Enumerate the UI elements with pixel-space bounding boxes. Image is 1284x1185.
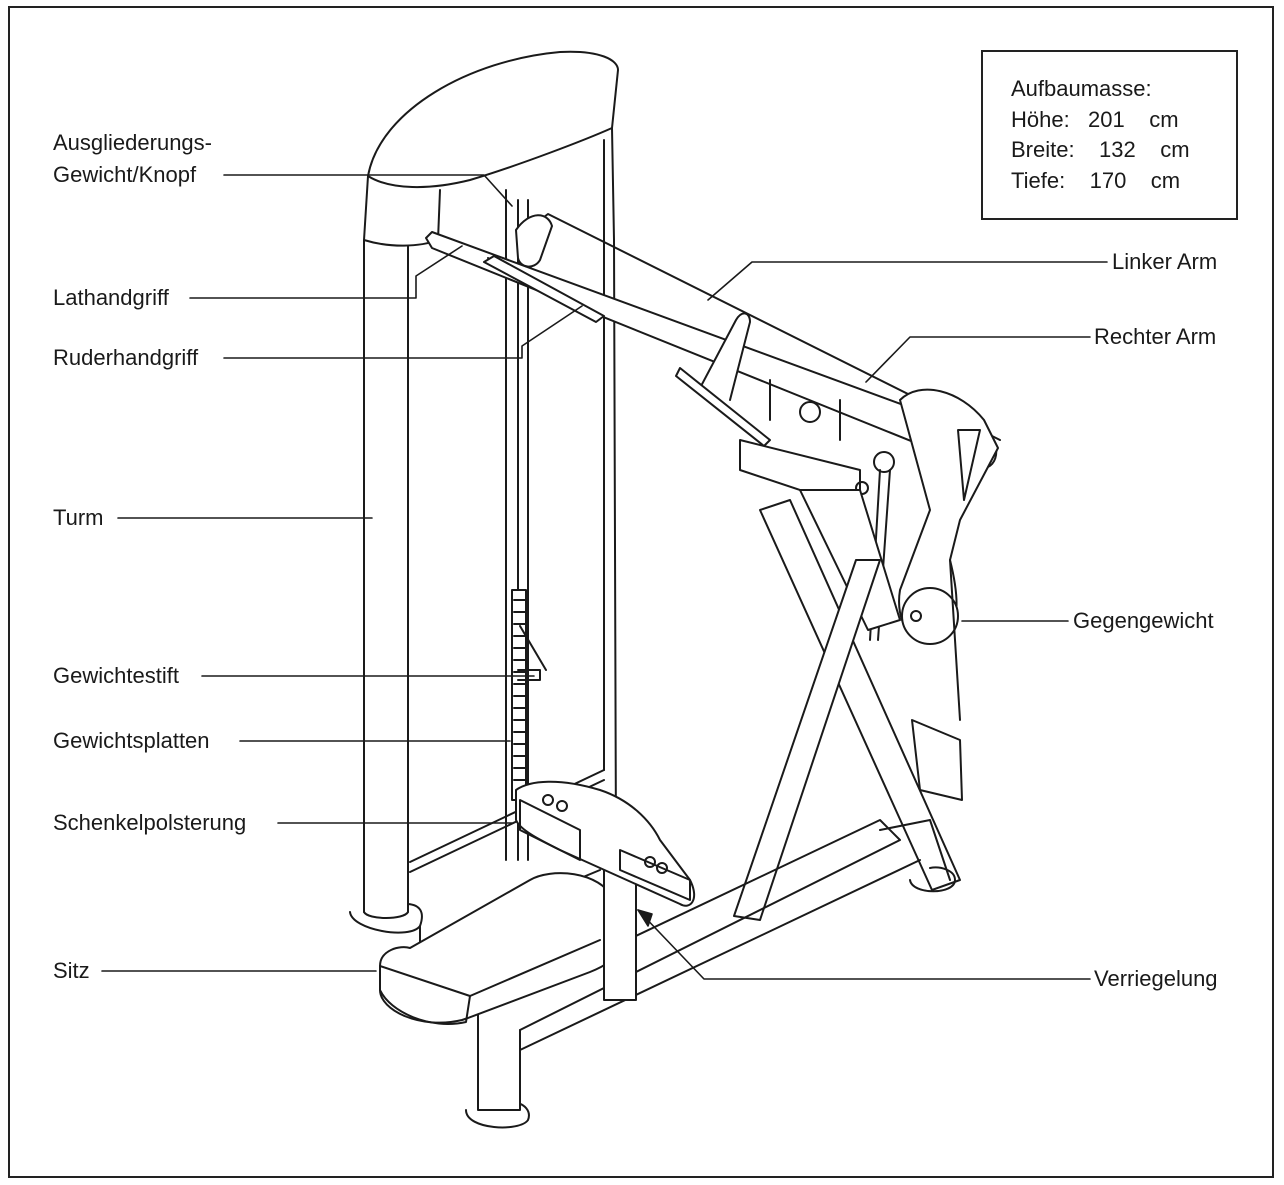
label-seat: Sitz: [53, 958, 90, 983]
label-release-knob-line2: Gewicht/Knopf: [53, 162, 197, 187]
label-weight-pin: Gewichtestift: [53, 663, 179, 688]
leader-lines: [101, 174, 1108, 980]
label-release-knob-line1: Ausgliederungs-: [53, 130, 212, 155]
label-thigh-pad: Schenkelpolsterung: [53, 810, 247, 835]
label-lat-handle: Lathandgriff: [53, 285, 169, 310]
seat-drawing: [379, 780, 696, 1025]
label-row-handle: Ruderhandgriff: [53, 345, 199, 370]
label-lock: Verriegelung: [1094, 966, 1218, 991]
dimension-width: Breite: 132 cm: [1011, 137, 1190, 162]
counterweight-drawing: [869, 388, 999, 801]
label-tower: Turm: [53, 505, 104, 530]
label-weight-plates: Gewichtsplatten: [53, 728, 210, 753]
label-left-arm: Linker Arm: [1112, 249, 1218, 274]
dimension-height: Höhe: 201 cm: [1011, 106, 1179, 132]
dimensions-title: Aufbaumasse:: [1011, 76, 1152, 101]
diagram-frame: [8, 6, 1274, 1178]
label-counterweight: Gegengewicht: [1073, 608, 1214, 633]
dimension-depth: Tiefe: 170 cm: [1011, 167, 1181, 193]
arms-drawing: [425, 213, 1001, 511]
frame-drawing: [419, 489, 961, 1129]
dimensions-box: Aufbaumasse: Höhe: 201 cm Breite: 132 cm…: [981, 50, 1238, 220]
label-right-arm: Rechter Arm: [1094, 324, 1217, 349]
